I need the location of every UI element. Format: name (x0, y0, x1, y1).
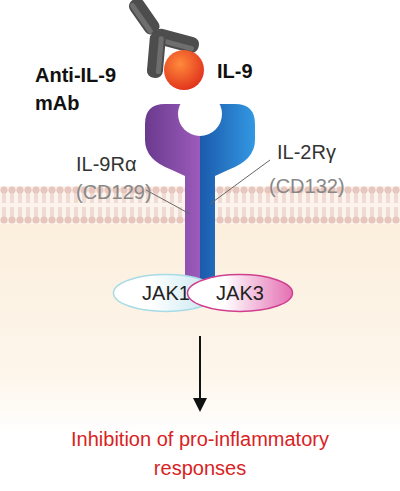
arrow-head (193, 398, 207, 412)
leader-line (146, 190, 190, 214)
leader-line (210, 160, 270, 204)
cd-number: (CD129) (76, 178, 166, 206)
antibody-label: Anti-IL-9 mAb (35, 61, 135, 117)
jak3-kinase: JAK3 (186, 273, 294, 313)
receptor-label: IL-9Rα (76, 150, 166, 178)
kinase-name: JAK1 (142, 282, 190, 305)
outcome-text: Inhibition of pro-inflammatory responses (69, 425, 331, 483)
signal-arrow (199, 336, 201, 400)
cytokine-label: IL-9 (217, 57, 277, 85)
cd-number: (CD132) (269, 172, 369, 200)
il9-cytokine (164, 50, 204, 90)
receptor-label: IL-2Rγ (277, 138, 367, 166)
kinase-name: JAK3 (216, 282, 264, 305)
binding-notch (178, 92, 222, 136)
